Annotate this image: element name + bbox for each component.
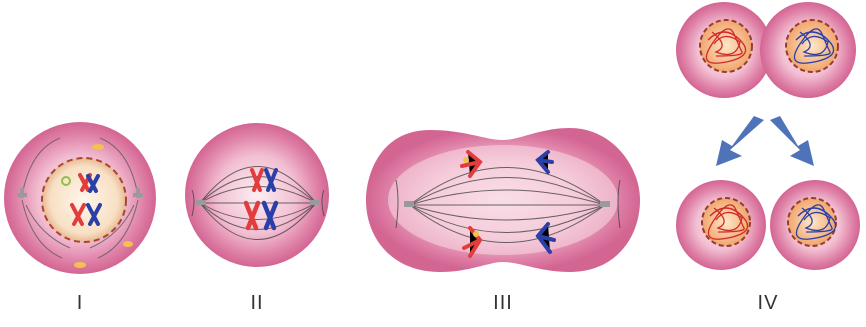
cell-stage-2	[185, 123, 329, 267]
arrow-down-right	[770, 116, 814, 166]
stage-label-3: III	[493, 292, 513, 315]
cell-stage-4-top	[676, 2, 856, 98]
stage-label-4: IV	[758, 292, 779, 315]
cell-stage-1	[4, 122, 156, 274]
stage-label-1: I	[77, 292, 84, 315]
stage-label-2: II	[250, 292, 263, 315]
cell-stage-4-daughter-left	[676, 180, 766, 270]
cell-stage-4-daughter-right	[770, 180, 860, 270]
arrow-down-left	[716, 116, 764, 166]
cell-stage-3	[366, 128, 640, 272]
